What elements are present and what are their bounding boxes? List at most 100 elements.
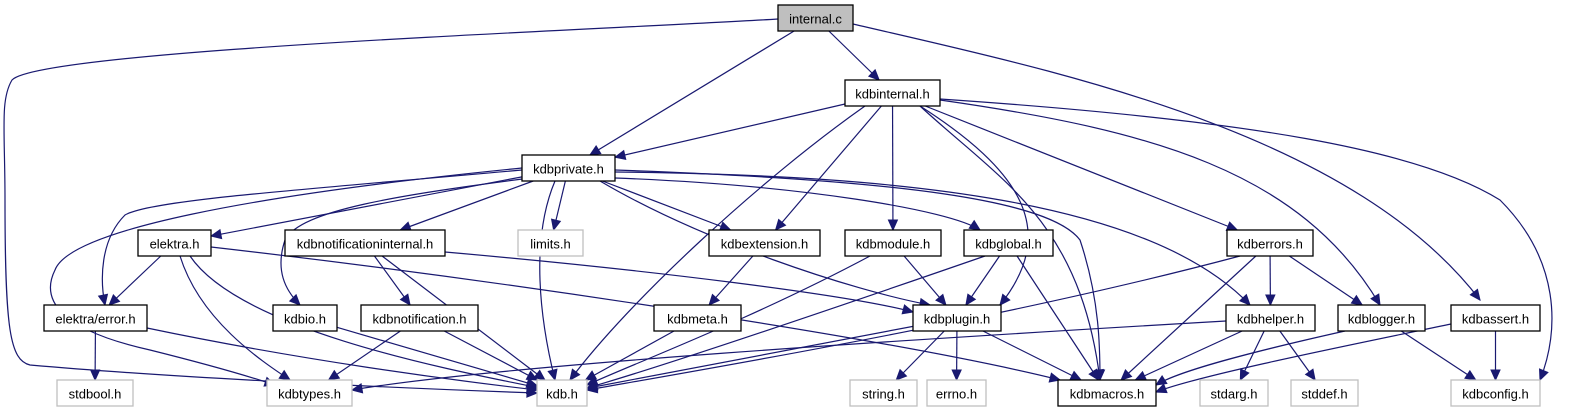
node-kdbmeta-h[interactable]: kdbmeta.h [653, 304, 742, 332]
edges-layer [3, 18, 1553, 398]
edge-kdbassert-h-to-kdbmacros-h [1154, 323, 1452, 394]
edge-line [586, 325, 914, 389]
arrowhead-icon [399, 293, 411, 306]
edge-internal-c-to-kdb-h [3, 18, 779, 398]
node-box[interactable] [708, 229, 821, 257]
edge-kdbinternal-h-to-kdbplugin-h [919, 105, 1029, 306]
node-internal-c[interactable]: internal.c [777, 4, 854, 32]
edge-kdbmeta-h-to-kdb-h [584, 330, 675, 381]
node-box[interactable] [963, 229, 1054, 257]
node-label: kdbhelper.h [1237, 312, 1304, 327]
edge-line [1400, 330, 1477, 381]
arrowhead-icon [89, 369, 101, 382]
arrowhead-icon [550, 218, 562, 232]
node-kdblogger-h[interactable]: kdblogger.h [1337, 304, 1426, 332]
node-box[interactable] [1226, 229, 1314, 257]
arrowhead-icon [968, 219, 982, 231]
node-box[interactable] [284, 229, 446, 257]
node-label: kdbplugin.h [924, 312, 991, 327]
edge-elektra-h-to-elektra-error-h [108, 255, 162, 306]
node-box[interactable] [521, 154, 616, 182]
edge-kdberrors-h-to-kdblogger-h [1288, 255, 1364, 306]
edge-kdbinternal-h-to-kdbprivate-h [613, 103, 846, 161]
node-box [1290, 379, 1359, 407]
edge-line [400, 180, 534, 231]
arrowhead-icon [1539, 368, 1549, 382]
arrowhead-icon [951, 369, 962, 382]
node-label: kdbglobal.h [975, 237, 1042, 252]
edge-kdberrors-h-to-kdbmacros-h [1120, 255, 1257, 381]
edge-line [939, 99, 1381, 306]
node-kdbassert-h[interactable]: kdbassert.h [1450, 304, 1541, 332]
node-box[interactable] [777, 4, 854, 32]
node-box[interactable] [1450, 304, 1541, 332]
node-label: kdbmeta.h [667, 312, 728, 327]
node-box[interactable] [653, 304, 742, 332]
node-box[interactable] [1337, 304, 1426, 332]
node-box[interactable] [137, 229, 212, 257]
edge-internal-c-to-kdbprivate-h [588, 30, 795, 156]
node-kdbio-h[interactable]: kdbio.h [272, 304, 338, 332]
node-kdberrors-h[interactable]: kdberrors.h [1226, 229, 1314, 257]
arrowhead-icon [1469, 288, 1481, 301]
arrowhead-icon [1154, 383, 1168, 394]
arrowhead-icon [887, 219, 899, 232]
node-box[interactable] [912, 304, 1002, 332]
node-label: kdbextension.h [721, 237, 808, 252]
node-kdbinternal-h[interactable]: kdbinternal.h [844, 79, 941, 107]
node-kdbmodule-h[interactable]: kdbmodule.h [844, 229, 942, 257]
edge-line [586, 255, 1241, 391]
arrowhead-icon [1088, 368, 1100, 382]
node-box[interactable] [844, 229, 942, 257]
edge-kdbinternal-h-to-kdb-h [569, 105, 866, 381]
node-box[interactable] [360, 304, 479, 332]
node-label: limits.h [530, 237, 570, 252]
edge-line [146, 327, 538, 391]
node-label: kdbio.h [284, 312, 326, 327]
edge-line [939, 98, 1553, 381]
edge-kdbinternal-h-to-kdblogger-h [939, 99, 1381, 307]
node-kdbnotification-h[interactable]: kdbnotification.h [360, 304, 479, 332]
node-label: string.h [862, 387, 905, 402]
node-box [926, 379, 987, 407]
edge-line [1135, 330, 1243, 381]
node-elektra-error-h[interactable]: elektra/error.h [43, 304, 148, 332]
edge-kdbhelper-h-to-kdbtypes-h [350, 320, 1227, 394]
arrowhead-icon [584, 370, 598, 381]
node-kdbhelper-h[interactable]: kdbhelper.h [1225, 304, 1316, 332]
edge-kdbprivate-h-to-kdbglobal-h [614, 177, 982, 231]
arrowhead-icon [774, 218, 787, 231]
node-kdbnotificationinternal-h[interactable]: kdbnotificationinternal.h [284, 229, 446, 257]
node-label: stddef.h [1301, 387, 1347, 402]
node-label: kdbassert.h [1462, 312, 1529, 327]
arrowhead-icon [1048, 372, 1062, 383]
edge-line [614, 171, 1251, 306]
node-label: stdbool.h [69, 387, 122, 402]
node-elektra-h[interactable]: elektra.h [137, 229, 212, 257]
arrowhead-icon [533, 369, 546, 381]
node-kdbtypes-h: kdbtypes.h [266, 379, 353, 407]
node-box[interactable] [844, 79, 941, 107]
node-label: elektra/error.h [55, 312, 135, 327]
node-kdbmacros-h[interactable]: kdbmacros.h [1057, 379, 1157, 407]
edge-internal-c-to-kdbinternal-h [828, 30, 881, 81]
node-box[interactable] [1057, 379, 1157, 407]
node-stdarg-h: stdarg.h [1199, 379, 1269, 407]
arrowhead-icon [895, 368, 908, 381]
arrowhead-icon [569, 368, 581, 381]
node-kdbglobal-h[interactable]: kdbglobal.h [963, 229, 1054, 257]
node-box[interactable] [1225, 304, 1316, 332]
node-kdbplugin-h[interactable]: kdbplugin.h [912, 304, 1002, 332]
node-kdbprivate-h[interactable]: kdbprivate.h [521, 154, 616, 182]
node-label: stdarg.h [1211, 387, 1258, 402]
arrowhead-icon [525, 377, 539, 388]
arrowhead-icon [1370, 293, 1381, 307]
edge-line [1155, 323, 1452, 393]
node-box[interactable] [272, 304, 338, 332]
edge-line [444, 251, 914, 313]
edge-line [280, 177, 531, 306]
arrowhead-icon [999, 293, 1011, 306]
node-box[interactable] [43, 304, 148, 332]
node-kdbextension-h[interactable]: kdbextension.h [708, 229, 821, 257]
edge-kdbinternal-h-to-kdbmodule-h [887, 105, 899, 232]
